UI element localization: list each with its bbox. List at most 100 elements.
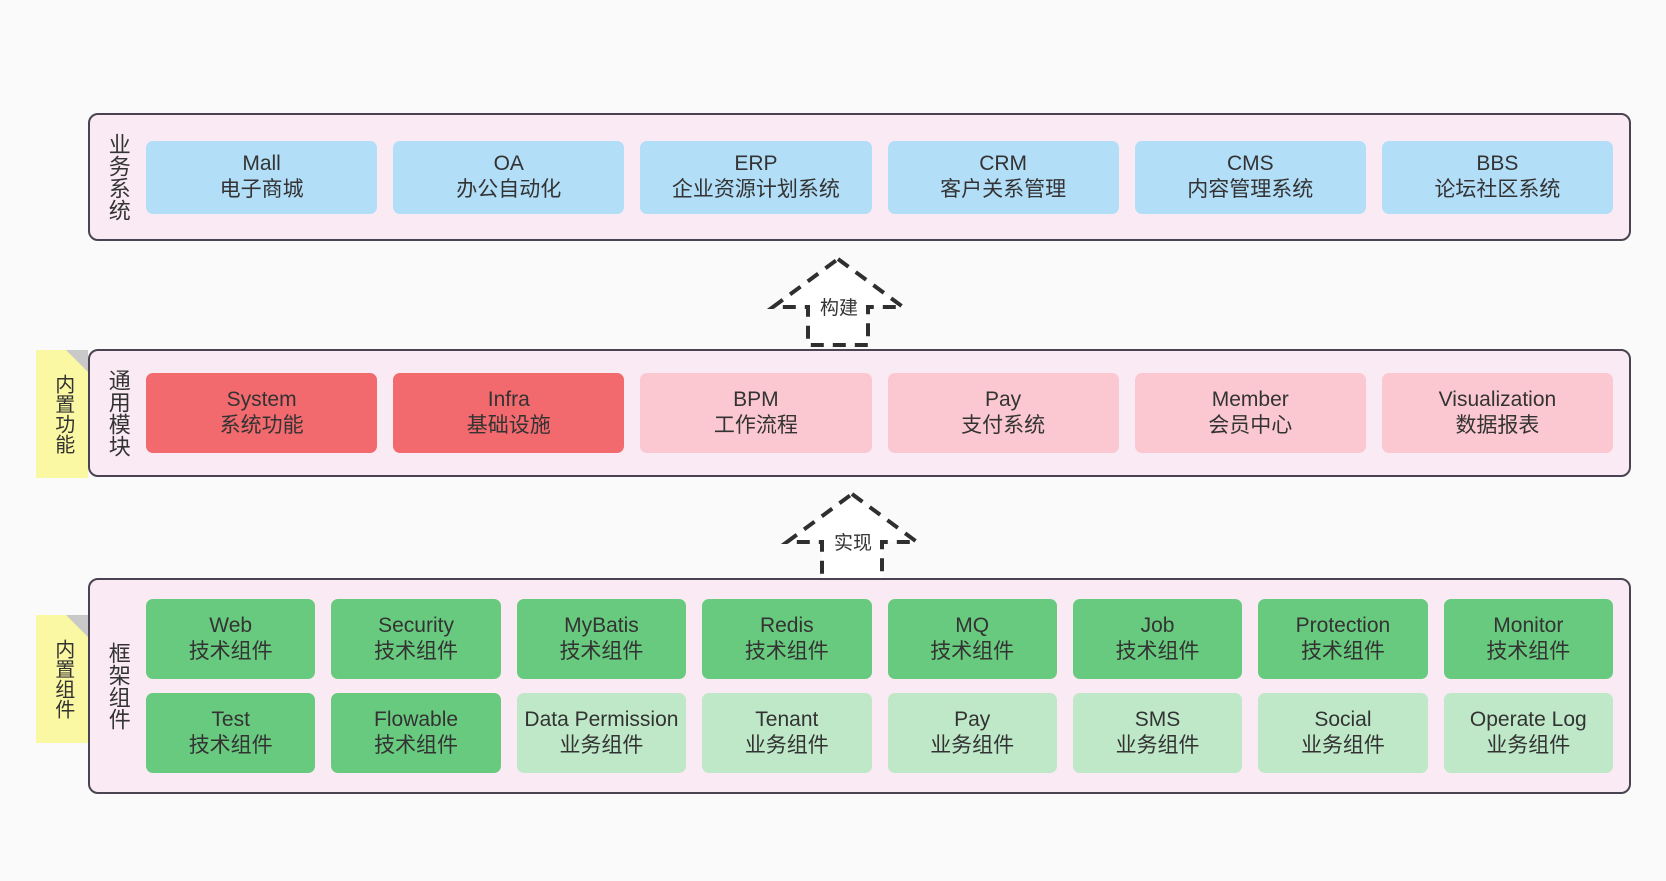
card-erp-en: ERP [734, 151, 778, 175]
arrow-build: 构建 [758, 255, 918, 347]
card-job-en: Job [1140, 613, 1175, 637]
card-bpm[interactable]: BPM 工作流程 [640, 373, 872, 453]
card-cms[interactable]: CMS 内容管理系统 [1134, 140, 1366, 214]
layer-common-modules: 通用模块 System 系统功能 Infra 基础设施 BPM 工作流程 Pay… [88, 349, 1631, 477]
card-sms-cn: 业务组件 [1115, 734, 1200, 757]
card-sms[interactable]: SMS 业务组件 [1072, 693, 1243, 773]
card-operate-log-cn: 业务组件 [1486, 734, 1571, 757]
layer-framework-components-body: Web 技术组件 Security 技术组件 MyBatis 技术组件 Redi… [146, 580, 1629, 792]
card-operate-log[interactable]: Operate Log 业务组件 [1443, 693, 1613, 773]
card-test[interactable]: Test 技术组件 [146, 693, 316, 773]
card-social-cn: 业务组件 [1300, 734, 1385, 757]
card-mall-en: Mall [242, 151, 281, 175]
card-mall-cn: 电子商城 [219, 178, 304, 201]
card-protection-en: Protection [1295, 613, 1391, 637]
card-security-en: Security [378, 613, 454, 637]
card-crm-en: CRM [979, 151, 1028, 175]
card-mybatis-en: MyBatis [564, 613, 639, 637]
card-job[interactable]: Job 技术组件 [1072, 599, 1243, 679]
card-mall[interactable]: Mall 电子商城 [146, 140, 378, 214]
card-social[interactable]: Social 业务组件 [1258, 693, 1428, 773]
arrow-build-shape [766, 256, 910, 347]
card-pay-module-en: Pay [985, 387, 1022, 411]
business-cards-row: Mall 电子商城 OA 办公自动化 ERP 企业资源计划系统 CRM 客户关系… [146, 140, 1614, 214]
card-system-en: System [226, 387, 297, 411]
card-test-cn: 技术组件 [188, 734, 273, 757]
card-member-cn: 会员中心 [1208, 414, 1293, 437]
card-data-permission[interactable]: Data Permission 业务组件 [516, 693, 687, 773]
card-member-en: Member [1211, 387, 1289, 411]
layer-business-systems: 业务系统 Mall 电子商城 OA 办公自动化 ERP 企业资源计划系统 CRM… [88, 113, 1631, 241]
card-monitor-en: Monitor [1493, 613, 1564, 637]
note-fold-icon [66, 350, 88, 372]
card-cms-cn: 内容管理系统 [1187, 178, 1314, 201]
card-tenant-en: Tenant [755, 707, 819, 731]
card-pay-component-cn: 业务组件 [930, 734, 1015, 757]
framework-row-2: Test 技术组件 Flowable 技术组件 Data Permission … [146, 693, 1613, 773]
arrow-implement-label: 实现 [834, 533, 873, 554]
card-crm-cn: 客户关系管理 [940, 178, 1067, 201]
card-flowable-cn: 技术组件 [374, 734, 459, 757]
card-security[interactable]: Security 技术组件 [331, 599, 501, 679]
card-data-permission-en: Data Permission [524, 707, 679, 731]
card-test-en: Test [211, 707, 250, 731]
arrow-build-label: 构建 [820, 298, 859, 319]
card-bpm-en: BPM [733, 387, 779, 411]
card-web-en: Web [209, 613, 253, 637]
card-pay-module-cn: 支付系统 [961, 414, 1046, 437]
card-flowable-en: Flowable [374, 707, 459, 731]
card-tenant-cn: 业务组件 [744, 734, 829, 757]
layer-business-systems-body: Mall 电子商城 OA 办公自动化 ERP 企业资源计划系统 CRM 客户关系… [146, 115, 1629, 239]
card-cms-en: CMS [1226, 151, 1274, 175]
card-member[interactable]: Member 会员中心 [1134, 373, 1366, 453]
card-pay-component-en: Pay [954, 707, 991, 731]
card-sms-en: SMS [1134, 707, 1181, 731]
card-oa[interactable]: OA 办公自动化 [393, 140, 625, 214]
card-mybatis-cn: 技术组件 [559, 640, 644, 663]
card-visualization-en: Visualization [1438, 387, 1557, 411]
note-builtin-components-label: 内置组件 [51, 639, 74, 719]
card-pay-module[interactable]: Pay 支付系统 [887, 373, 1119, 453]
arrow-implement: 实现 [772, 490, 932, 582]
card-mq-cn: 技术组件 [930, 640, 1015, 663]
card-oa-cn: 办公自动化 [456, 178, 562, 201]
card-bpm-cn: 工作流程 [713, 414, 798, 437]
card-bbs-en: BBS [1476, 151, 1519, 175]
card-job-cn: 技术组件 [1115, 640, 1200, 663]
card-mybatis[interactable]: MyBatis 技术组件 [516, 599, 687, 679]
layer-common-modules-title: 通用模块 [105, 369, 131, 457]
card-web-cn: 技术组件 [188, 640, 273, 663]
card-bbs[interactable]: BBS 论坛社区系统 [1381, 140, 1614, 214]
note-fold-icon [66, 615, 88, 637]
card-erp-cn: 企业资源计划系统 [671, 178, 840, 201]
card-crm[interactable]: CRM 客户关系管理 [887, 140, 1119, 214]
card-web[interactable]: Web 技术组件 [146, 599, 316, 679]
card-tenant[interactable]: Tenant 业务组件 [702, 693, 872, 773]
common-cards-row: System 系统功能 Infra 基础设施 BPM 工作流程 Pay 支付系统… [146, 373, 1614, 453]
card-monitor[interactable]: Monitor 技术组件 [1443, 599, 1613, 679]
card-social-en: Social [1314, 707, 1372, 731]
card-security-cn: 技术组件 [374, 640, 459, 663]
card-system-cn: 系统功能 [219, 414, 304, 437]
layer-common-modules-body: System 系统功能 Infra 基础设施 BPM 工作流程 Pay 支付系统… [146, 351, 1629, 475]
card-flowable[interactable]: Flowable 技术组件 [331, 693, 501, 773]
note-builtin-components: 内置组件 [36, 615, 88, 743]
card-oa-en: OA [493, 151, 524, 175]
card-mq-en: MQ [955, 613, 990, 637]
card-redis[interactable]: Redis 技术组件 [702, 599, 872, 679]
card-visualization[interactable]: Visualization 数据报表 [1381, 373, 1614, 453]
card-mq[interactable]: MQ 技术组件 [887, 599, 1057, 679]
card-monitor-cn: 技术组件 [1486, 640, 1571, 663]
card-erp[interactable]: ERP 企业资源计划系统 [640, 140, 872, 214]
card-protection-cn: 技术组件 [1300, 640, 1385, 663]
card-pay-component[interactable]: Pay 业务组件 [887, 693, 1057, 773]
card-bbs-cn: 论坛社区系统 [1434, 178, 1561, 201]
card-protection[interactable]: Protection 技术组件 [1258, 599, 1428, 679]
card-system[interactable]: System 系统功能 [146, 373, 378, 453]
card-operate-log-en: Operate Log [1469, 707, 1587, 731]
note-builtin-functions-label: 内置功能 [51, 374, 74, 454]
layer-framework-components: 框架组件 Web 技术组件 Security 技术组件 MyBatis 技术组件… [88, 578, 1631, 794]
layer-framework-components-title: 框架组件 [105, 642, 131, 730]
card-infra[interactable]: Infra 基础设施 [393, 373, 625, 453]
